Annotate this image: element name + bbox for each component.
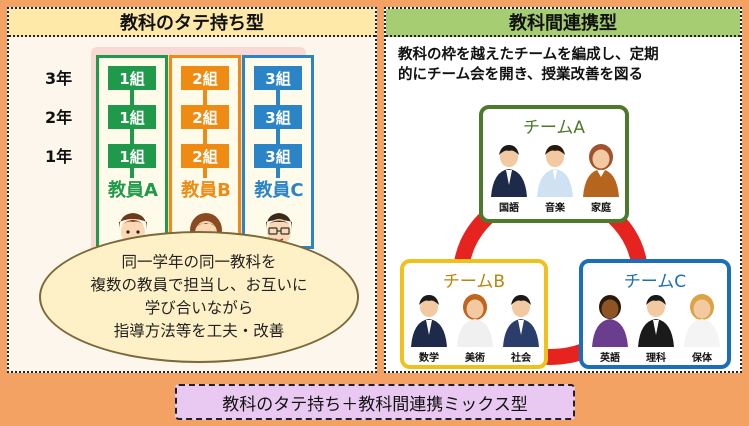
grade-label-1: 1年 <box>45 147 73 166</box>
connector <box>130 90 134 106</box>
class-box: 1組 <box>108 105 156 129</box>
class-box: 3組 <box>254 66 302 90</box>
person-icon <box>491 145 527 197</box>
class-box: 3組 <box>254 144 302 168</box>
teacher-c-name: 教員C <box>254 180 304 201</box>
team-a-box: チームA 国語 音楽 家庭 <box>479 105 629 223</box>
team-c-box: チームC 英語 理科 保体 <box>579 259 731 369</box>
class-box: 3組 <box>254 105 302 129</box>
teacher-c-column: 3組 3組 3組 教員C <box>242 55 314 256</box>
teacher-a-name: 教員A <box>108 180 158 201</box>
person-icon <box>457 294 493 347</box>
subject-label: 国語 <box>499 203 519 214</box>
teacher-a-column: 1組 1組 1組 教員A <box>96 55 168 256</box>
subject-label: 美術 <box>465 353 485 364</box>
connector <box>203 90 207 106</box>
team-b-box: チームB 数学 美術 社会 <box>400 259 548 369</box>
note-line: 学び合いながら <box>144 299 254 317</box>
connector <box>130 168 134 178</box>
team-a-name: チームA <box>522 118 586 138</box>
person-icon <box>537 145 573 197</box>
description-line: 的にチーム会を開き、授業改善を図る <box>398 67 644 83</box>
person-icon <box>583 144 619 197</box>
person-icon <box>638 295 674 347</box>
subject-label: 数学 <box>419 353 439 364</box>
person-icon <box>592 295 628 347</box>
connector <box>203 129 207 145</box>
cross-subject-description: 教科の枠を越えたチームを編成し、定期 的にチーム会を開き、授業改善を図る <box>398 45 728 85</box>
teacher-b-column: 2組 2組 2組 教員B <box>169 55 241 256</box>
class-box: 2組 <box>181 66 229 90</box>
class-box: 1組 <box>108 66 156 90</box>
vertical-model-title: 教科のタテ持ち型 <box>9 9 375 37</box>
class-box: 2組 <box>181 105 229 129</box>
cross-subject-title: 教科間連携型 <box>386 9 740 37</box>
note-line: 同一学年の同一教科を <box>121 253 277 271</box>
teacher-b-name: 教員B <box>181 180 231 201</box>
subject-label: 理科 <box>646 353 666 364</box>
subject-label: 英語 <box>600 353 620 364</box>
description-line: 教科の枠を越えたチームを編成し、定期 <box>398 47 659 63</box>
subject-label: 家庭 <box>591 203 611 214</box>
connector <box>276 90 280 106</box>
connector <box>276 129 280 145</box>
subject-label: 音楽 <box>545 203 565 214</box>
note-line: 複数の教員で担当し、お互いに <box>90 276 308 294</box>
cross-subject-panel: 教科間連携型 教科の枠を越えたチームを編成し、定期 的にチーム会を開き、授業改善… <box>384 7 742 373</box>
class-box: 1組 <box>108 144 156 168</box>
team-c-name: チームC <box>623 272 687 292</box>
subject-label: 保体 <box>692 353 712 364</box>
subject-label: 社会 <box>511 353 531 364</box>
vertical-model-note: 同一学年の同一教科を 複数の教員で担当し、お互いに 学び合いながら 指導方法等を… <box>39 231 359 363</box>
vertical-model-panel: 教科のタテ持ち型 3年 2年 1年 1組 1組 1組 教員A 2組 2組 2組 … <box>7 7 377 373</box>
connector <box>130 129 134 145</box>
team-b-name: チームB <box>442 272 506 292</box>
person-icon <box>411 295 447 347</box>
person-icon <box>684 294 720 347</box>
connector <box>276 168 280 178</box>
mixed-model-banner: 教科のタテ持ち＋教科間連携ミックス型 <box>175 384 575 420</box>
connector <box>203 168 207 178</box>
grade-label-3: 3年 <box>45 69 73 88</box>
grade-label-2: 2年 <box>45 108 73 127</box>
note-line: 指導方法等を工夫・改善 <box>113 322 285 340</box>
person-icon <box>503 295 539 347</box>
class-box: 2組 <box>181 144 229 168</box>
